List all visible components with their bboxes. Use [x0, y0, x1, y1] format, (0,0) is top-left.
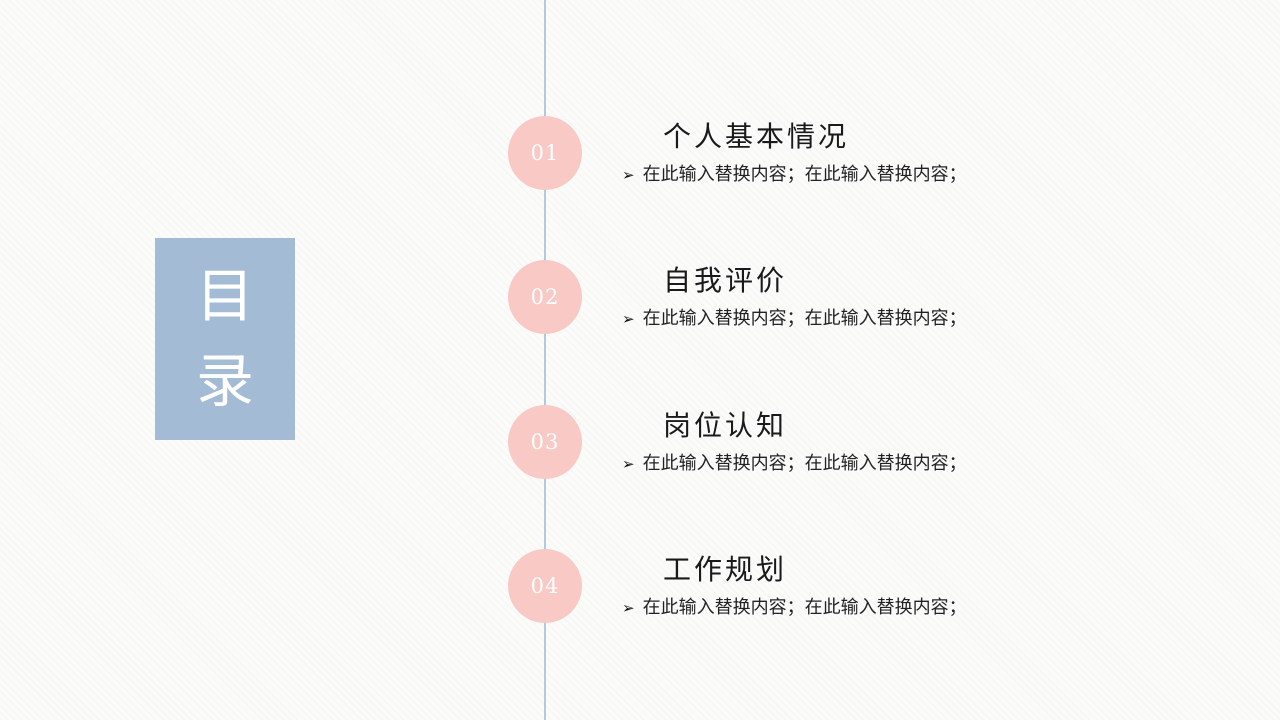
toc-title-box: 目 录 — [155, 238, 295, 440]
arrow-bullet-icon: ➢ — [622, 310, 635, 328]
item-4-bullet-row: ➢ 在此输入替换内容；在此输入替换内容； — [622, 597, 967, 619]
item-4-number: 04 — [530, 574, 560, 598]
item-3-number: 03 — [530, 430, 560, 454]
item-4-content: 工作规划 ➢ 在此输入替换内容；在此输入替换内容； — [622, 549, 967, 619]
toc-item-4: 04 工作规划 ➢ 在此输入替换内容；在此输入替换内容； — [508, 549, 967, 623]
toc-item-2: 02 自我评价 ➢ 在此输入替换内容；在此输入替换内容； — [508, 260, 967, 334]
item-1-number: 01 — [530, 141, 560, 165]
toc-item-1: 01 个人基本情况 ➢ 在此输入替换内容；在此输入替换内容； — [508, 116, 967, 190]
item-2-content: 自我评价 ➢ 在此输入替换内容；在此输入替换内容； — [622, 260, 967, 330]
item-1-bullet-text: 在此输入替换内容；在此输入替换内容； — [642, 164, 967, 185]
item-2-title: 自我评价 — [663, 264, 788, 297]
item-4-bullet-text: 在此输入替换内容；在此输入替换内容； — [642, 597, 967, 618]
item-1-bullet-row: ➢ 在此输入替换内容；在此输入替换内容； — [622, 164, 967, 186]
item-4-number-badge: 04 — [508, 549, 582, 623]
item-2-number-badge: 02 — [508, 260, 582, 334]
timeline-line — [544, 0, 546, 720]
item-2-bullet-row: ➢ 在此输入替换内容；在此输入替换内容； — [622, 308, 967, 330]
arrow-bullet-icon: ➢ — [622, 166, 635, 184]
toc-char-2: 录 — [195, 347, 254, 415]
toc-char-1: 目 — [195, 261, 254, 330]
toc-item-3: 03 岗位认知 ➢ 在此输入替换内容；在此输入替换内容； — [508, 405, 967, 479]
item-3-content: 岗位认知 ➢ 在此输入替换内容；在此输入替换内容； — [622, 405, 967, 475]
item-3-bullet-row: ➢ 在此输入替换内容；在此输入替换内容； — [622, 453, 967, 475]
arrow-bullet-icon: ➢ — [622, 455, 635, 473]
item-3-title: 岗位认知 — [663, 409, 788, 442]
item-2-bullet-text: 在此输入替换内容；在此输入替换内容； — [642, 308, 967, 329]
item-4-title: 工作规划 — [663, 553, 788, 586]
arrow-bullet-icon: ➢ — [622, 599, 635, 617]
item-3-bullet-text: 在此输入替换内容；在此输入替换内容； — [642, 453, 967, 474]
item-1-content: 个人基本情况 ➢ 在此输入替换内容；在此输入替换内容； — [622, 116, 967, 186]
item-2-number: 02 — [530, 285, 560, 309]
item-3-number-badge: 03 — [508, 405, 582, 479]
item-1-title: 个人基本情况 — [663, 120, 850, 153]
item-1-number-badge: 01 — [508, 116, 582, 190]
